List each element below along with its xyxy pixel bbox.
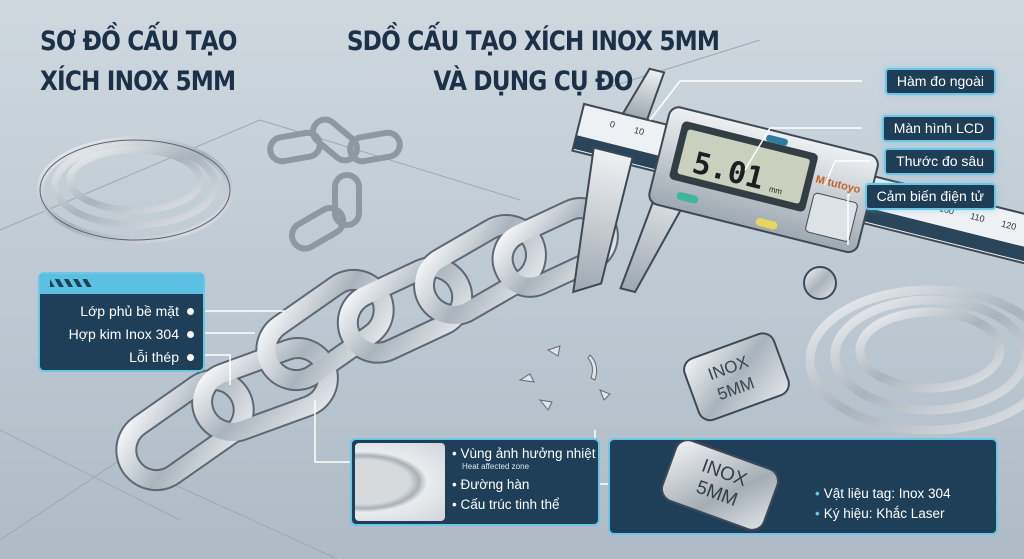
tag-bullet-text: Ký hiệu: Khắc Laser: [823, 506, 945, 521]
title-center-line1: SDỒ CẤU TẠO XÍCH INOX 5MM: [346, 26, 720, 57]
layer-panel: Lớp phủ bề mặt Hợp kim Inox 304 Lỗi thép: [38, 272, 205, 372]
weld-item-seam: • Đường hàn: [452, 477, 530, 492]
weld-panel: • Vùng ảnh hưởng nhiệt Heat affected zon…: [350, 438, 600, 526]
panel-header-bar: [40, 274, 203, 294]
thumb-wheel: [803, 266, 837, 300]
tag-closeup: INOX 5MM: [657, 440, 783, 533]
title-center-line2: VÀ DỤNG CỤ ĐO: [433, 66, 633, 97]
tag-bullet-text: Vật liệu tag: Inox 304: [823, 486, 951, 501]
scale-tick: 120: [1000, 219, 1017, 232]
label-depth-rod: Thước đo sâu: [884, 148, 996, 175]
label-sensor: Cảm biến điện tử: [864, 183, 996, 210]
weld-item-label: Vùng ảnh hưởng nhiệt: [460, 446, 596, 461]
hanging-tag: INOX 5MM: [683, 332, 790, 422]
label-outer-jaw: Hàm đo ngoài: [884, 68, 996, 95]
weld-item-label: Cấu trúc tinh thể: [460, 497, 560, 512]
tag-panel: INOX 5MM •Vật liệu tag: Inox 304 •Ký hiệ…: [608, 438, 998, 535]
tag-material: •Vật liệu tag: Inox 304: [815, 486, 951, 501]
lcd-unit: mm: [768, 184, 783, 196]
scale-tick: 0: [609, 119, 616, 130]
layer-coating: Lớp phủ bề mặt: [40, 300, 203, 323]
label-lcd: Màn hình LCD: [881, 115, 996, 142]
weld-item-crystal: • Cấu trúc tinh thể: [452, 497, 560, 512]
weld-item-sub: Heat affected zone: [462, 462, 530, 471]
main-chain: [115, 197, 619, 492]
weld-microstructure-image: [355, 443, 445, 521]
layer-core: Lỗi thép: [40, 346, 203, 369]
title-left: SƠ ĐỒ CẤU TẠO XÍCH INOX 5MM: [40, 22, 238, 102]
right-coiled-chain: [805, 285, 1024, 435]
title-left-line1: SƠ ĐỒ CẤU TẠO: [40, 26, 238, 57]
metal-fragments: [518, 345, 611, 411]
coiled-chain: [36, 136, 234, 244]
weld-item-label: Đường hàn: [460, 477, 530, 492]
scale-tick: 110: [969, 211, 985, 224]
digital-caliper: [571, 67, 1024, 294]
tag-marking: •Ký hiệu: Khắc Laser: [815, 506, 945, 521]
title-left-line2: XÍCH INOX 5MM: [40, 66, 236, 97]
short-chain: [267, 116, 403, 252]
title-center: SDỒ CẤU TẠO XÍCH INOX 5MM VÀ DỤNG CỤ ĐO: [318, 22, 748, 102]
weld-item-haz: • Vùng ảnh hưởng nhiệt: [452, 446, 596, 461]
scale-tick: 10: [633, 125, 645, 137]
layer-alloy: Hợp kim Inox 304: [40, 323, 203, 346]
